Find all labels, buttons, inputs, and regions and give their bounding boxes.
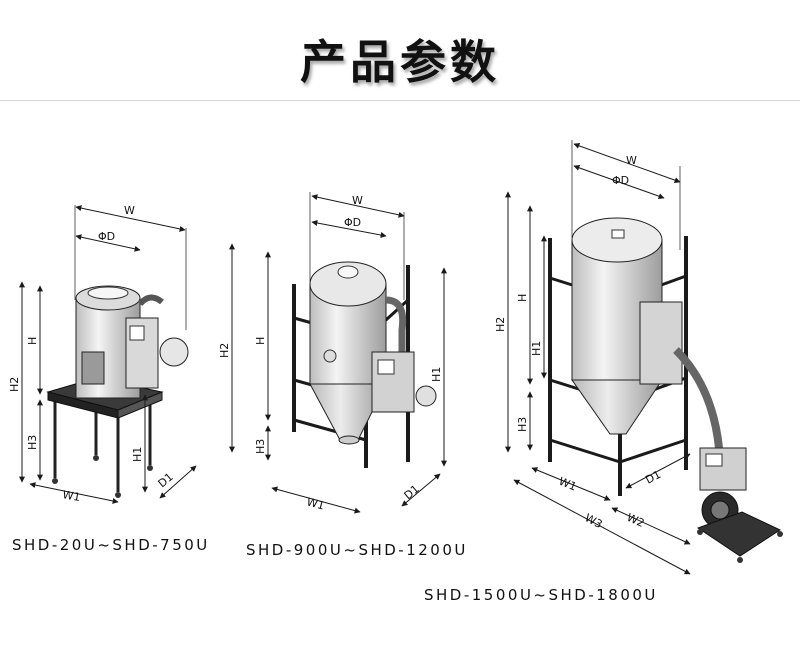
- large-heater-box: [639, 301, 683, 385]
- small-w-label: W: [124, 204, 135, 217]
- large-h1-label: H1: [530, 341, 543, 356]
- medium-blower: [415, 385, 437, 407]
- large-h2-label: H2: [494, 317, 507, 332]
- small-blower: [159, 337, 189, 367]
- page-title: 产品参数: [300, 35, 500, 89]
- medium-w-label: W: [352, 194, 363, 207]
- large-w1-label: W1: [557, 475, 578, 494]
- medium-d1-label: D1: [402, 482, 422, 502]
- medium-h-label: H: [254, 337, 267, 345]
- large-w-label: W: [626, 154, 637, 167]
- large-h3-label: H3: [516, 417, 529, 432]
- small-h3-label: H3: [26, 435, 39, 450]
- medium-h2-label: H2: [218, 343, 231, 358]
- medium-d-label: ΦD: [344, 216, 361, 229]
- large-w2-label: W2: [625, 511, 647, 530]
- large-w3-label: W3: [583, 511, 605, 531]
- model-label-large: SHD-1500U~SHD-1800U: [424, 586, 658, 604]
- large-h-label: H: [516, 294, 529, 302]
- large-hose: [673, 347, 724, 461]
- model-label-small: SHD-20U~SHD-750U: [12, 536, 210, 554]
- small-d-label: ΦD: [98, 230, 115, 243]
- medium-w1-label: W1: [305, 495, 326, 512]
- small-h2-label: H2: [8, 377, 21, 392]
- medium-dimensions: [229, 192, 447, 514]
- small-h-label: H: [26, 337, 39, 345]
- large-cart-control: [699, 447, 747, 491]
- model-label-medium: SHD-900U~SHD-1200U: [246, 541, 468, 559]
- machine-small: W ΦD H H2 H3 H1 W1 D1: [8, 204, 197, 504]
- large-d-label: ΦD: [612, 174, 629, 187]
- small-dimensions: [19, 205, 197, 504]
- medium-h3-label: H3: [254, 439, 267, 454]
- machine-medium: W ΦD H H2 H3 H1 W1 D1: [218, 192, 447, 514]
- large-dimensions: [505, 140, 691, 575]
- small-dim-labels: W ΦD H H2 H3 H1 W1 D1: [8, 204, 176, 504]
- small-h1-label: H1: [131, 447, 144, 462]
- medium-h1-label: H1: [430, 367, 443, 382]
- large-d1-label: D1: [643, 468, 663, 487]
- title-band: 产品参数: [0, 0, 800, 100]
- machine-large: W ΦD H H2 H1 H3 W1 D1 W2 W3: [494, 140, 783, 575]
- small-w1-label: W1: [61, 488, 81, 504]
